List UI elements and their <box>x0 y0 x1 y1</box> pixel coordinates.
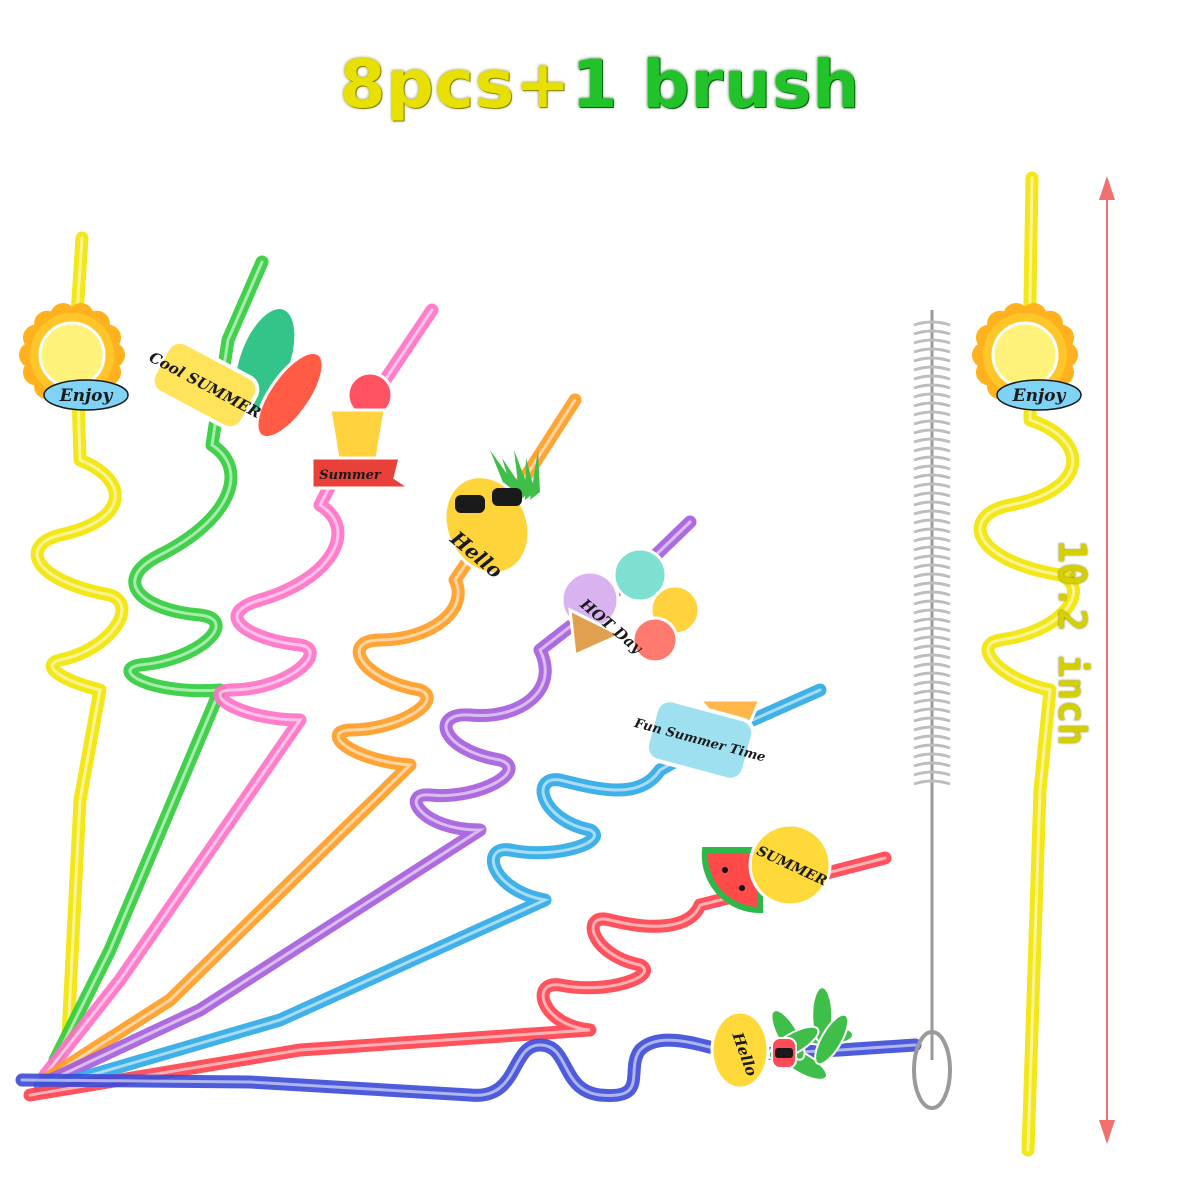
icecream-charm: HOT Day <box>560 547 701 664</box>
sample-straw-body <box>973 171 1080 1157</box>
sample-straw: Enjoy <box>972 171 1082 1157</box>
headline: 8pcs+ 1 brush <box>0 52 1200 118</box>
dimension-arrow <box>1099 176 1115 1144</box>
watermelon-charm: SUMMER <box>701 823 832 914</box>
straw-blue-funtime <box>33 683 827 1097</box>
headline-brush: 1 brush <box>571 46 861 123</box>
sun-charm: Enjoy <box>19 303 129 411</box>
pineapple-charm: Hello <box>443 450 540 583</box>
surf-charm: Cool SUMMER <box>146 306 325 440</box>
headline-count: 8pcs+ <box>339 46 572 123</box>
straw-red-watermelon <box>23 851 892 1102</box>
straw-green-surf <box>48 255 269 1067</box>
charm-label: Summer <box>319 468 382 483</box>
funtime-sign: Fun Summer Time <box>632 698 767 782</box>
straw-orange-pineapple <box>38 393 582 1087</box>
charm-label: Enjoy <box>1012 386 1067 406</box>
straw-pink-drink <box>38 303 439 1082</box>
dimension-label: 10.2 inch <box>1050 540 1094 746</box>
palm-charm: Hello <box>710 986 854 1090</box>
drink-charm: Summer <box>310 371 415 490</box>
sample-sun-charm: Enjoy <box>972 303 1082 411</box>
straw-purple-icecream <box>33 515 697 1092</box>
funtime-charm: Fun Summer Time <box>632 698 767 782</box>
straw-navy-palm <box>15 1033 922 1103</box>
charm-label: Enjoy <box>59 386 114 406</box>
cleaning-brush <box>912 310 952 1110</box>
straw-yellow-sun <box>30 231 129 1042</box>
